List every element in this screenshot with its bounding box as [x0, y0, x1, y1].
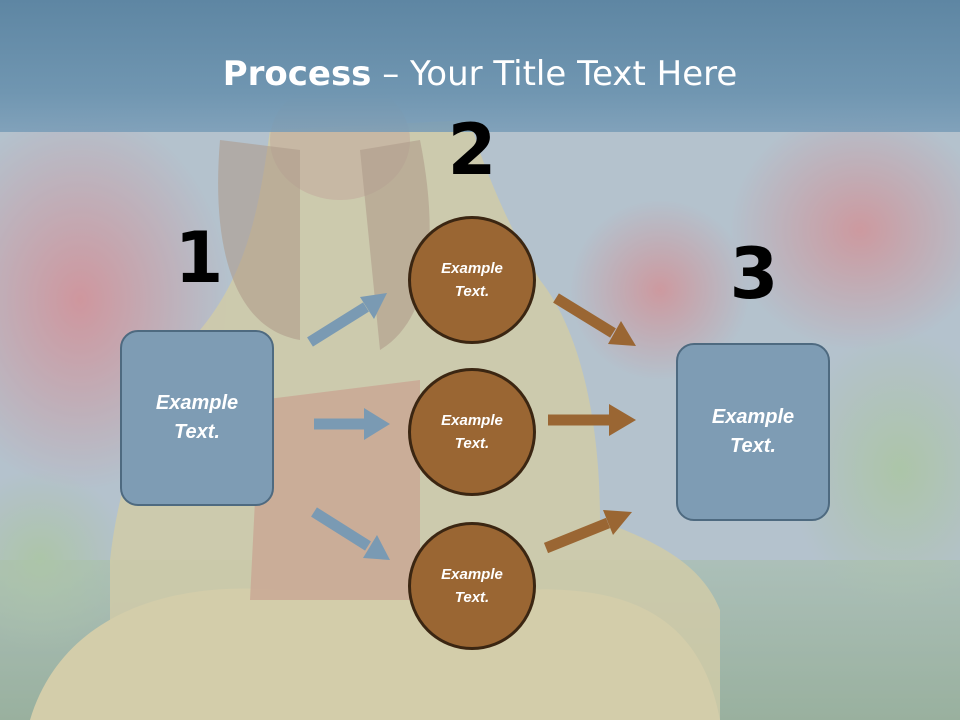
step-number-1: 1 [174, 217, 224, 299]
slide-title: Process – Your Title Text Here [0, 52, 960, 96]
blue-arrow-down [311, 507, 390, 560]
step-number-2: 2 [447, 109, 497, 191]
title-band [0, 0, 960, 132]
title-rest: – Your Title Text Here [371, 54, 738, 94]
title-bold: Process [222, 54, 372, 94]
step-number-3: 3 [729, 233, 779, 315]
brown-arrow-down [553, 293, 636, 346]
step-circle-top: Example Text. [408, 216, 536, 344]
step-circle-middle: Example Text. [408, 368, 536, 496]
left-step-box: Example Text. [120, 330, 274, 506]
step-circle-bottom: Example Text. [408, 522, 536, 650]
brown-arrow-up [543, 510, 632, 554]
blue-arrow-up [307, 293, 387, 347]
right-step-box: Example Text. [676, 343, 830, 521]
blue-arrow-right [314, 408, 390, 440]
brown-arrow-right [548, 404, 636, 436]
